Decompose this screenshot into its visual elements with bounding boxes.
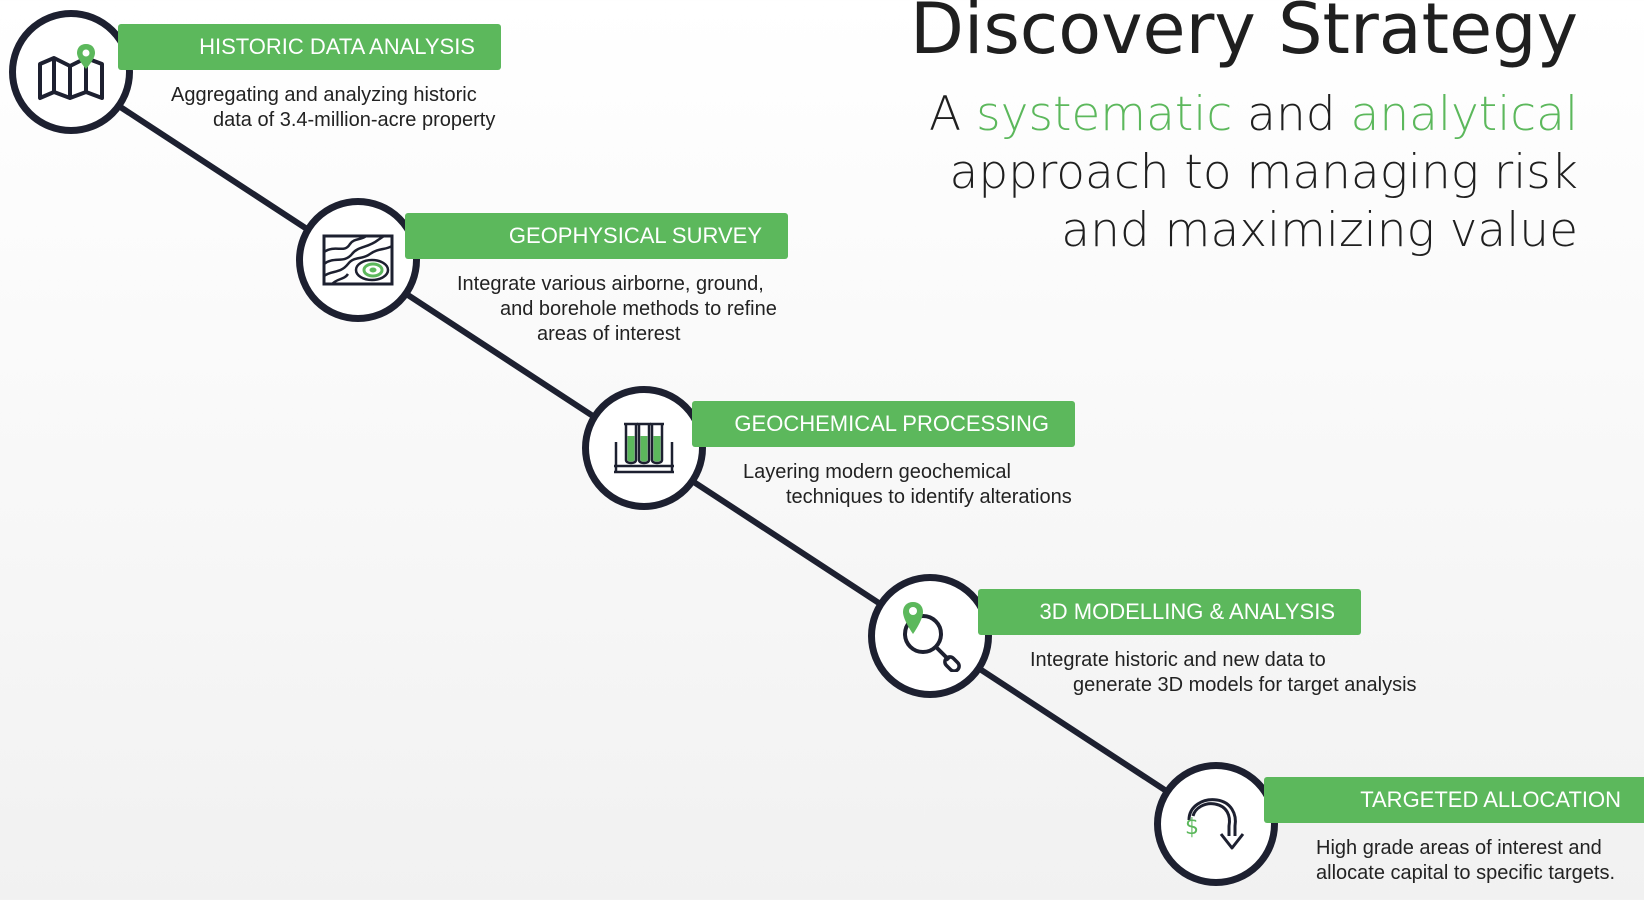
- step-banner: TARGETED ALLOCATION: [1264, 777, 1644, 823]
- step-description: Integrate historic and new data to gener…: [1030, 648, 1417, 698]
- page-title: Discovery Strategy: [909, 0, 1578, 70]
- step-desc-line: and borehole methods to refine: [500, 298, 777, 320]
- step-node: [868, 574, 992, 698]
- subtitle-word: A: [929, 87, 962, 142]
- step-node: [582, 386, 706, 510]
- step-desc-line: allocate capital to specific targets.: [1316, 862, 1616, 884]
- dollar-return-icon: $: [1185, 798, 1245, 850]
- subtitle-line: approach to managing risk: [949, 145, 1578, 200]
- step-desc-line: Integrate historic and new data to: [1030, 649, 1326, 671]
- map-pin-icon: [38, 44, 104, 100]
- step-node: [296, 198, 420, 322]
- step-banner: HISTORIC DATA ANALYSIS: [118, 24, 501, 70]
- magnifier-pin-icon: [903, 602, 961, 672]
- svg-text:$: $: [1185, 815, 1199, 840]
- step-desc-line: techniques to identify alterations: [786, 486, 1072, 508]
- step-desc-line: generate 3D models for target analysis: [1073, 674, 1417, 696]
- test-tubes-icon: [614, 422, 674, 474]
- step-desc-line: Integrate various airborne, ground,: [457, 273, 764, 295]
- step-desc-line: High grade areas of interest and: [1316, 837, 1602, 859]
- page-subtitle: A systematic and analytical approach to …: [878, 86, 1578, 260]
- subtitle-accent-word: systematic: [976, 87, 1233, 142]
- step-desc-line: data of 3.4-million-acre property: [213, 109, 496, 131]
- step-node: $: [1154, 762, 1278, 886]
- step-desc-line: Aggregating and analyzing historic: [171, 84, 477, 106]
- subtitle-accent-word: analytical: [1350, 87, 1578, 142]
- topographic-map-icon: [322, 234, 394, 286]
- subtitle-word: and: [1247, 87, 1336, 142]
- step-title: TARGETED ALLOCATION: [1360, 787, 1621, 812]
- step-desc-line: Layering modern geochemical: [743, 461, 1011, 483]
- step-node: [9, 10, 133, 134]
- step-title: 3D MODELLING & ANALYSIS: [1039, 599, 1335, 624]
- step-title: HISTORIC DATA ANALYSIS: [199, 34, 475, 59]
- step-title: GEOCHEMICAL PROCESSING: [734, 411, 1049, 436]
- step-description: Integrate various airborne, ground, and …: [457, 272, 777, 347]
- step-desc-line: areas of interest: [537, 323, 681, 345]
- step-description: High grade areas of interest and allocat…: [1316, 836, 1615, 886]
- step-banner: GEOCHEMICAL PROCESSING: [692, 401, 1075, 447]
- subtitle-line: and maximizing value: [1061, 203, 1578, 258]
- step-banner: 3D MODELLING & ANALYSIS: [978, 589, 1361, 635]
- step-description: Layering modern geochemical techniques t…: [743, 460, 1072, 510]
- step-title: GEOPHYSICAL SURVEY: [508, 223, 762, 248]
- step-description: Aggregating and analyzing historic data …: [171, 83, 495, 133]
- step-banner: GEOPHYSICAL SURVEY: [405, 213, 788, 259]
